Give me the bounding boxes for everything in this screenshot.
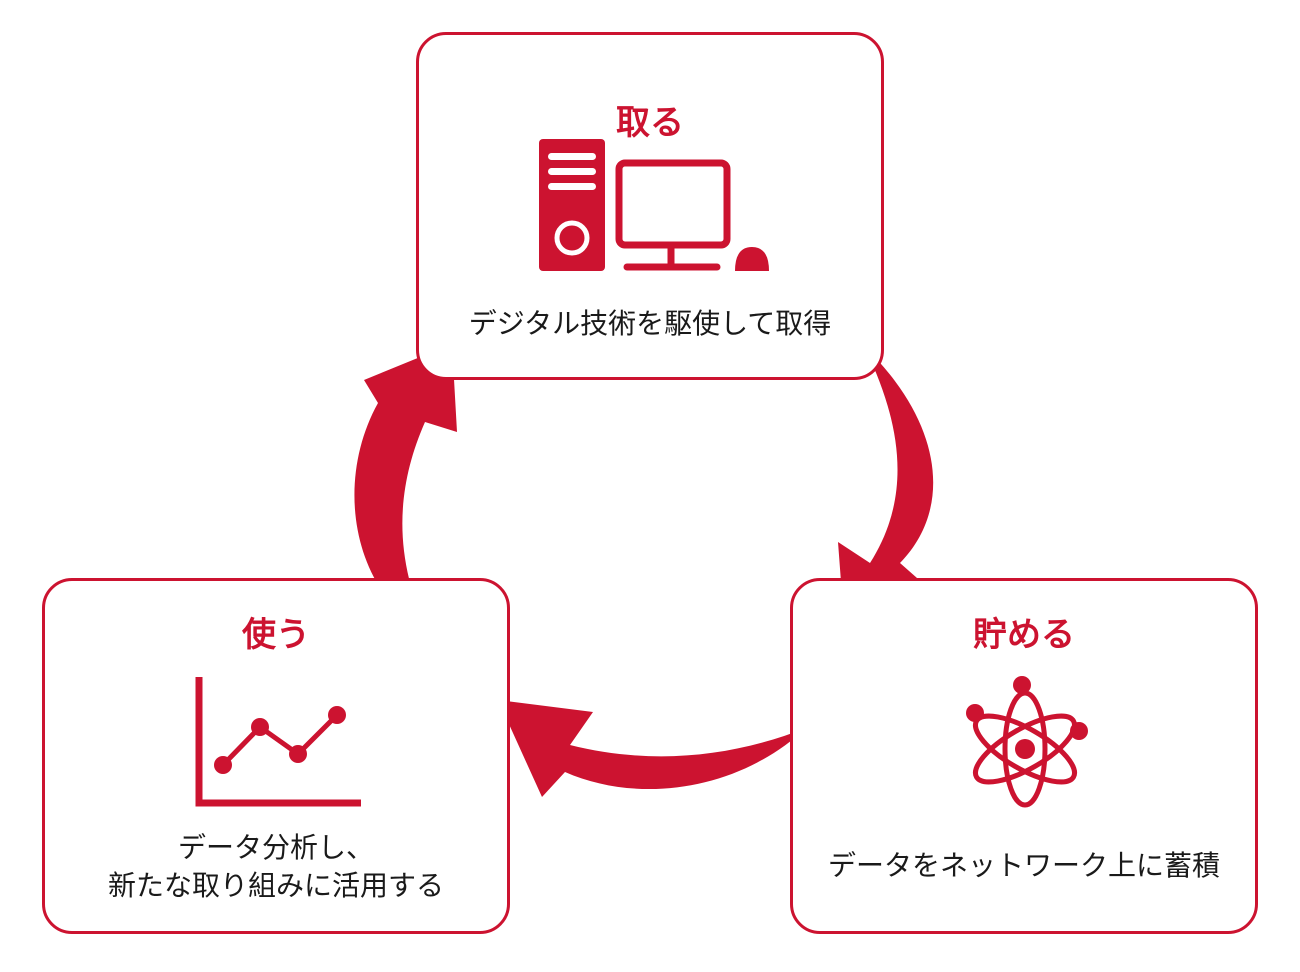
card-store-title: 貯める [973, 615, 1075, 655]
atom-icon [966, 676, 1088, 808]
card-collect: 取る デジタル技術を駆使して取得 [416, 32, 884, 380]
card-use-description: データ分析し、 新たな取り組みに活用する [45, 829, 507, 905]
arrow-collect-to-store [838, 346, 934, 635]
arrow-use-to-collect [354, 344, 457, 636]
desktop-computer-icon [539, 139, 769, 271]
card-collect-title: 取る [616, 103, 684, 143]
line-chart-icon [195, 677, 361, 807]
card-store: 貯める データをネットワーク上に蓄積 [790, 578, 1258, 934]
card-use-description-line-1: データ分析し、 [177, 831, 374, 864]
card-use: 使う データ分析し、 新たな取り組みに活用する [42, 578, 510, 934]
card-store-description: データをネットワーク上に蓄積 [827, 849, 1220, 882]
card-use-title: 使う [242, 615, 310, 655]
arrow-store-to-use [498, 700, 806, 797]
card-use-description-line-2: 新たな取り組みに活用する [107, 869, 444, 902]
card-collect-description: デジタル技術を駆使して取得 [468, 307, 832, 340]
